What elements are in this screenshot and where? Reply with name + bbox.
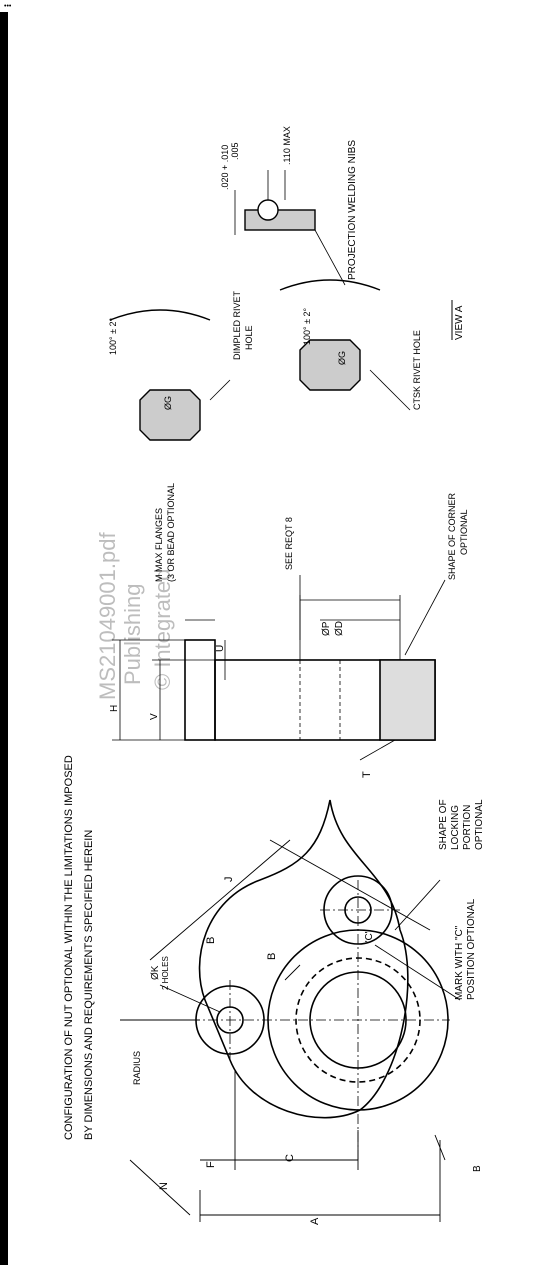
dimpled-angle-label: 100° ± 2°: [108, 317, 118, 355]
dim-t-label: T: [361, 771, 373, 778]
nib-max-label: .110 MAX: [282, 126, 292, 165]
dim-b-label: B: [205, 937, 217, 944]
locking-leader: [394, 879, 441, 931]
nib-dim-1: .020 + .010: [220, 145, 230, 190]
dim-j-ext: [269, 839, 431, 931]
locking-portion: [379, 659, 436, 741]
note-line-2: BY DIMENSIONS AND REQUIREMENTS SPECIFIED…: [83, 830, 95, 1140]
c-mark-label: "C": [364, 929, 375, 944]
locking-label-4: OPTIONAL: [474, 799, 485, 850]
dim-n-line: [129, 1159, 191, 1216]
note-line-1: CONFIGURATION OF NUT OPTIONAL WITHIN THE…: [63, 755, 75, 1140]
view-a-title: VIEW A: [454, 305, 465, 340]
ctsk-angle-arc: [279, 279, 381, 291]
dim-j-line: [149, 839, 291, 961]
watermark-line-1: © Integrated: [150, 569, 175, 690]
dimpled-leader: [209, 379, 231, 401]
c-mark-leader: [374, 944, 461, 1001]
dimpled-hole-section: [139, 389, 201, 441]
corner-label-1: SHAPE OF CORNER: [447, 492, 457, 580]
view-a: [109, 170, 453, 441]
dim-j-label: J: [223, 877, 235, 883]
see-reqt-label: SEE REQT 8: [284, 517, 294, 570]
max-flanges-1: M MAX FLANGES: [154, 508, 164, 582]
watermark-line-2: Publishing: [120, 583, 145, 685]
dim-h-label: H: [109, 705, 120, 712]
two-holes-label: 2 HOLES: [161, 956, 170, 990]
corner-mark: •••: [4, 3, 12, 10]
hole-dia-label: ØK: [150, 965, 161, 980]
dim-d-label: ØD: [334, 621, 345, 636]
dim-b2-label: B: [266, 953, 278, 960]
dim-b3-label: B: [472, 1165, 483, 1172]
nib-dim-2: .005: [230, 142, 240, 160]
nibs-leader: [314, 229, 346, 286]
dimpled-label-1: DIMPLED RIVET: [232, 290, 242, 360]
dim-u-label: U: [215, 645, 226, 652]
corner-label-2: OPTIONAL: [459, 509, 469, 555]
watermark: © Integrated Publishing MS21049001.pdf: [95, 532, 175, 700]
max-flanges-2: (3 OR BEAD OPTIONAL: [166, 483, 176, 582]
nib-section: [244, 209, 316, 231]
locking-label-1: SHAPE OF: [438, 799, 449, 850]
radius-label: RADIUS: [132, 1051, 142, 1085]
dim-p-label: ØP: [321, 621, 332, 636]
nibs-label: PROJECTION WELDING NIBS: [347, 140, 358, 280]
ctsk-angle-label: 100° ± 2°: [302, 307, 312, 345]
dim-n-label: N: [158, 1182, 170, 1190]
dim-f-label: F: [205, 1161, 217, 1168]
hole-leader: [159, 984, 221, 1013]
locking-label-3: PORTION: [462, 805, 473, 850]
dimpled-label-2: HOLE: [244, 325, 254, 350]
mark-with-c-label: MARK WITH "C": [454, 925, 465, 1000]
dim-c-label: C: [284, 1154, 296, 1162]
dim-a-label: A: [309, 1217, 321, 1225]
dim-t-leader: [359, 739, 396, 761]
corner-leader: [404, 579, 446, 656]
plan-view: [120, 799, 461, 1222]
dim-v-label: V: [149, 713, 160, 720]
b3-leader: [434, 1134, 446, 1161]
watermark-line-3: MS21049001.pdf: [95, 532, 120, 700]
ctsk-dia-label: ØG: [337, 351, 347, 365]
position-optional-label: POSITION OPTIONAL: [466, 898, 477, 1000]
ctsk-label: CTSK RIVET HOLE: [412, 330, 422, 410]
sheet-border: [0, 12, 8, 1265]
nib-bump: [257, 199, 279, 221]
ctsk-hole-section: [299, 339, 361, 391]
side-view: [112, 575, 446, 761]
locking-label-2: LOCKING: [450, 805, 461, 850]
dimpled-dia-label: ØG: [163, 396, 173, 410]
dimpled-angle-arc: [109, 309, 211, 321]
ctsk-leader: [369, 369, 411, 411]
b-leader: [284, 964, 301, 981]
